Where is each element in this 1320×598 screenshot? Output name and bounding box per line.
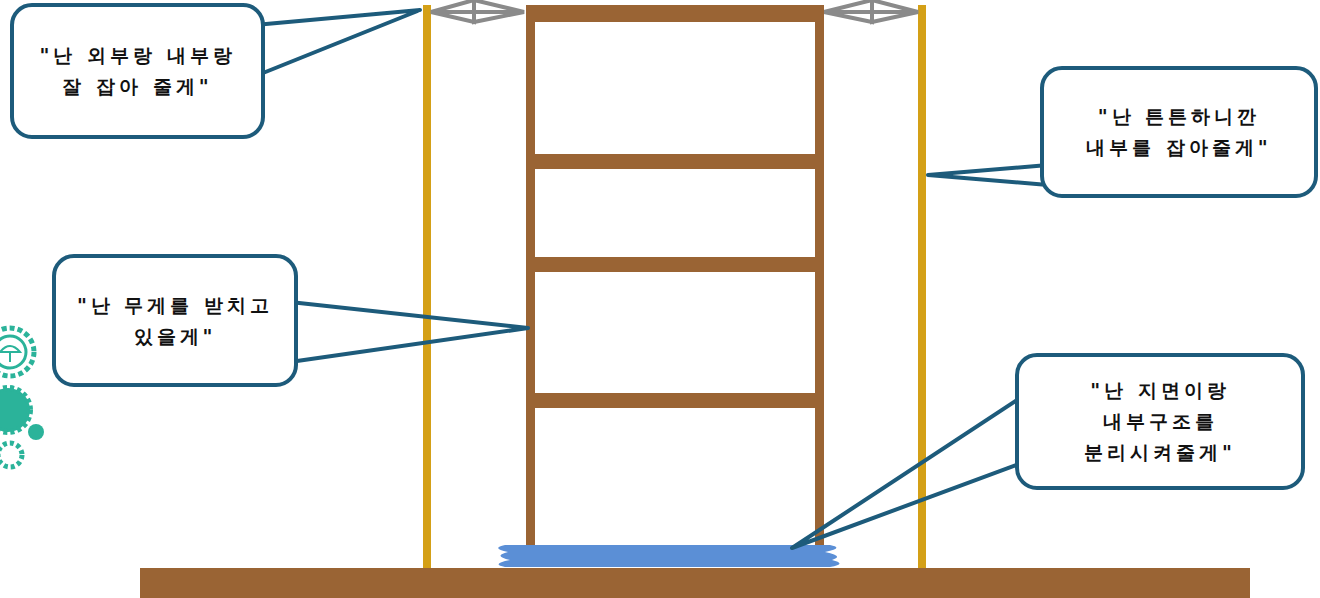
speech-callout: "난 무게를 받치고 있을게" xyxy=(52,254,298,387)
gear-decoration xyxy=(0,328,44,467)
isolation-pad xyxy=(498,545,839,567)
ground xyxy=(140,568,1250,598)
callout-tail xyxy=(255,10,1048,548)
callout-text: "난 지면이랑 내부구조를 분리시켜줄게" xyxy=(1035,375,1285,468)
inner-frame xyxy=(526,5,824,550)
speech-callout: "난 지면이랑 내부구조를 분리시켜줄게" xyxy=(1015,353,1305,490)
speech-callout: "난 외부랑 내부랑 잘 잡아 줄게" xyxy=(10,3,265,139)
callout-text: "난 무게를 받치고 있을게" xyxy=(72,290,278,352)
outer-column xyxy=(423,5,431,568)
callout-text: "난 튼튼하니깐 내부를 잡아줄게" xyxy=(1060,101,1298,163)
truss-connector xyxy=(431,0,918,22)
speech-callout: "난 튼튼하니깐 내부를 잡아줄게" xyxy=(1040,66,1318,198)
outer-column xyxy=(918,5,926,568)
callout-text: "난 외부랑 내부랑 잘 잡아 줄게" xyxy=(30,40,245,102)
